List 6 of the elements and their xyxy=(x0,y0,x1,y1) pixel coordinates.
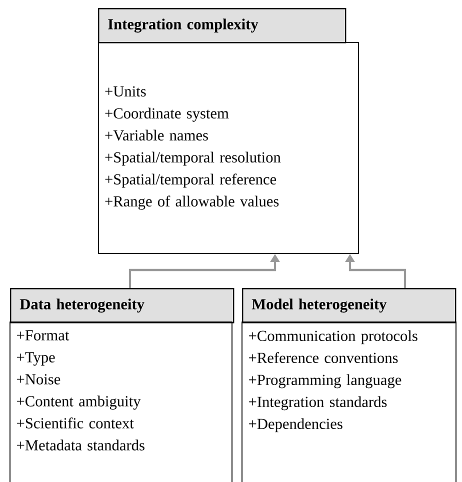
attribute-box: +Format +Type +Noise +Content ambiguity +Scientific context +Metadata standards xyxy=(10,322,232,482)
class-header: Integration complexity xyxy=(98,8,346,44)
attribute-box: +Communication protocols +Reference conventions +Programming language +Integration standards +Dependencies xyxy=(242,322,456,482)
class-header: Data heterogeneity xyxy=(10,288,234,324)
attribute-box: +Units +Coordinate system +Variable names +Spatial/temporal resolution +Spatial/temporal reference +Range of allowable values xyxy=(98,42,359,254)
class-header: Model heterogeneity xyxy=(242,288,456,324)
